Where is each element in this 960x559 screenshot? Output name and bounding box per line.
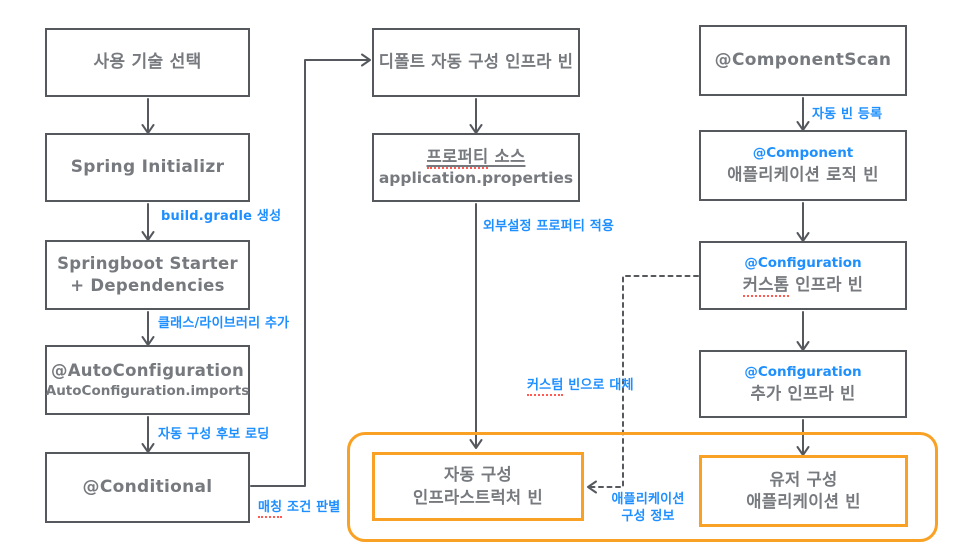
arrow-applogic-to-custominfra <box>796 202 810 242</box>
edge-label-external-properties: 외부설정 프로퍼티 적용 <box>483 219 615 234</box>
arrow-propertysource-to-autoconfigbean <box>469 203 483 449</box>
node-extra-infra-bean-annotation: @Configuration <box>744 363 862 380</box>
edge-label-app-config-info: 애플리케이션 구성 정보 <box>612 492 685 526</box>
node-extra-infra-bean-label: 추가 인프라 빈 <box>750 383 856 403</box>
node-spring-initializr-label: Spring Initializr <box>70 157 225 178</box>
node-select-tech-label: 사용 기술 선택 <box>93 52 202 73</box>
node-property-source-line2: application.properties <box>378 169 574 188</box>
arrow-initializr-to-starter <box>141 203 155 241</box>
arrow-select-to-initializr <box>141 98 155 134</box>
node-user-config-app-bean-line2: 애플리케이션 빈 <box>746 492 861 511</box>
arrow-starter-to-autoconfiguration <box>141 311 155 346</box>
node-user-config-app-bean: 유저 구성 애플리케이션 빈 <box>699 455 908 527</box>
node-auto-config-infra-bean-line2: 인프라스트럭처 빈 <box>413 487 543 507</box>
edge-label-build-gradle: build.gradle 생성 <box>161 209 282 224</box>
node-custom-infra-bean: @Configuration 커스톰 인프라 빈 <box>699 241 907 310</box>
node-property-source-line1: 프로퍼티 소스 <box>426 146 526 169</box>
node-componentscan-label: @ComponentScan <box>714 50 892 71</box>
node-default-infra-bean-label: 디폴트 자동 구성 인프라 빈 <box>378 52 574 72</box>
arrow-custom-replace-dashed <box>587 275 699 494</box>
edge-label-auto-bean-register: 자동 빈 등록 <box>812 107 883 122</box>
node-property-source: 프로퍼티 소스 application.properties <box>372 133 580 202</box>
node-componentscan: @ComponentScan <box>699 25 907 96</box>
arrow-conditional-to-default-infra <box>250 53 371 487</box>
node-user-config-app-bean-line1: 유저 구성 <box>769 469 838 489</box>
node-select-tech: 사용 기술 선택 <box>45 28 250 97</box>
misspelled-word: 커스톰 <box>742 275 790 298</box>
node-conditional: @Conditional <box>45 452 250 523</box>
edge-label-app-config-info-line1: 애플리케이션 <box>611 492 685 507</box>
node-default-infra-bean: 디폴트 자동 구성 인프라 빈 <box>372 28 580 97</box>
node-auto-config-infra-bean: 자동 구성 인프라스트럭처 빈 <box>372 452 584 521</box>
node-custom-infra-bean-label: 커스톰 인프라 빈 <box>742 274 863 298</box>
node-springboot-starter-line1: Springboot Starter <box>57 253 238 273</box>
node-app-logic-bean-label: 애플리케이션 로직 빈 <box>727 165 879 185</box>
node-autoconfiguration: @AutoConfiguration AutoConfiguration.imp… <box>45 345 250 415</box>
arrow-custominfra-to-extrainfra <box>796 311 810 351</box>
arrow-default-to-propertysource <box>469 98 483 134</box>
node-extra-infra-bean: @Configuration 추가 인프라 빈 <box>699 350 907 418</box>
node-springboot-starter-line2: + Dependencies <box>70 276 225 295</box>
edge-label-custom-replace: 커스텀 빈으로 대체 <box>527 374 634 396</box>
edge-label-class-library: 클래스/라이브러리 추가 <box>158 316 290 331</box>
node-spring-initializr: Spring Initializr <box>45 133 250 202</box>
node-app-logic-bean-annotation: @Component <box>752 145 854 162</box>
node-app-logic-bean: @Component 애플리케이션 로직 빈 <box>699 130 907 201</box>
arrow-autoconfiguration-to-conditional <box>141 416 155 453</box>
bean-group-container <box>347 432 938 542</box>
node-conditional-label: @Conditional <box>82 477 213 498</box>
edge-label-matching-condition: 매칭 조건 판별 <box>258 496 340 518</box>
misspelled-word: 커스텀 <box>527 378 564 396</box>
edge-label-app-config-info-line2: 구성 정보 <box>621 508 675 524</box>
node-custom-infra-bean-annotation: @Configuration <box>744 255 862 272</box>
misspelled-word: 프로퍼티 <box>426 146 489 169</box>
node-autoconfiguration-line1: @AutoConfiguration <box>50 360 245 380</box>
edge-label-auto-config-loading: 자동 구성 후보 로딩 <box>158 427 270 442</box>
misspelled-word: 매칭 <box>258 500 283 518</box>
arrow-componentscan-to-applogic <box>796 97 810 131</box>
node-autoconfiguration-line2: AutoConfiguration.imports <box>45 383 250 400</box>
node-auto-config-infra-bean-line1: 자동 구성 <box>444 465 512 485</box>
node-springboot-starter: Springboot Starter + Dependencies <box>45 240 250 310</box>
